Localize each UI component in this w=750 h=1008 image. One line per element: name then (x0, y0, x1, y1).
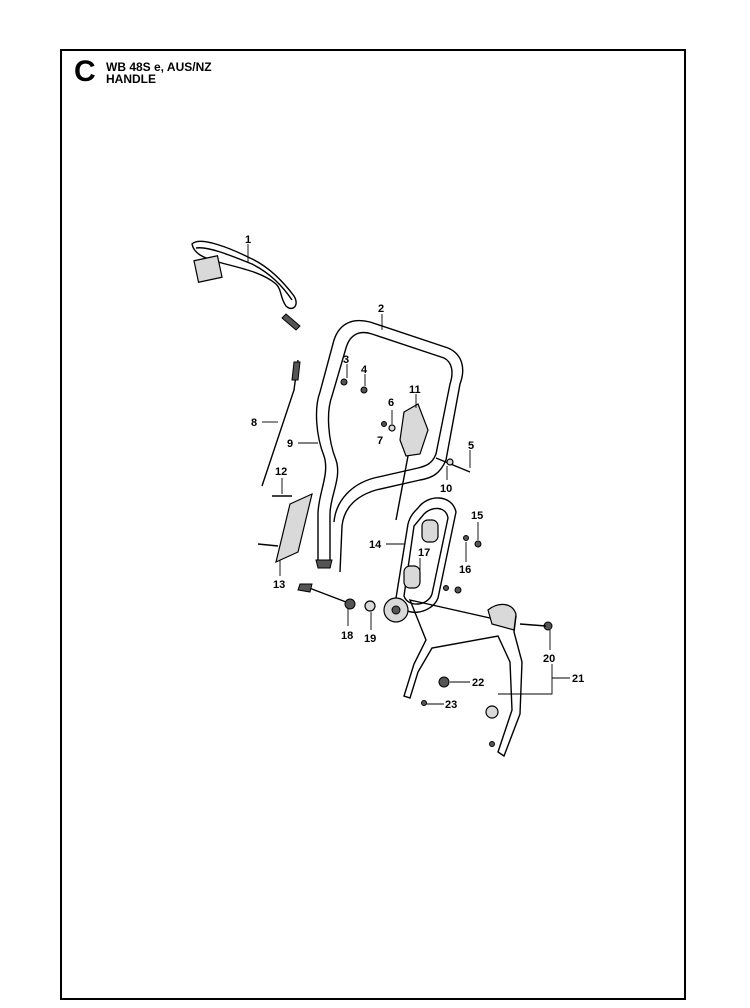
part-2-handle-bar (315, 319, 464, 573)
leader-lines (247, 244, 570, 705)
callout-2: 2 (378, 303, 384, 315)
callout-17: 17 (418, 547, 430, 559)
callout-11: 11 (409, 384, 421, 396)
part-21-lower-frame (403, 599, 553, 758)
part-title: HANDLE (106, 72, 156, 86)
hardware-bolts (340, 378, 471, 473)
part-14-bracket (395, 497, 482, 614)
callout-12: 12 (275, 466, 287, 478)
part-8-cable (261, 359, 301, 487)
callout-4: 4 (361, 364, 368, 376)
callout-15: 15 (471, 510, 483, 522)
callout-1: 1 (245, 234, 251, 246)
callout-9: 9 (287, 438, 293, 450)
part-13-cover-plate (257, 492, 313, 564)
callout-6: 6 (388, 397, 394, 409)
callout-13: 13 (273, 579, 285, 591)
callout-14: 14 (369, 539, 382, 551)
section-letter: C (74, 55, 96, 88)
page-frame (60, 49, 686, 1000)
callout-21: 21 (572, 673, 584, 685)
callout-5: 5 (468, 440, 474, 452)
callout-22: 22 (472, 677, 484, 689)
callout-23: 23 (445, 699, 457, 711)
callout-10: 10 (440, 483, 452, 495)
callout-20: 20 (543, 653, 555, 665)
part-18-knob (297, 583, 409, 623)
callout-labels: 1 2 3 4 5 6 7 8 9 10 11 12 13 14 15 16 1… (245, 234, 584, 711)
part-11-throttle (395, 403, 429, 521)
model-title: WB 48S e, AUS/NZ (106, 60, 212, 74)
part-1-bail-lever (191, 240, 301, 331)
callout-19: 19 (364, 633, 376, 645)
callout-8: 8 (251, 417, 257, 429)
callout-18: 18 (341, 630, 353, 642)
callout-16: 16 (459, 564, 471, 576)
callout-7: 7 (377, 435, 383, 447)
callout-3: 3 (343, 354, 349, 366)
